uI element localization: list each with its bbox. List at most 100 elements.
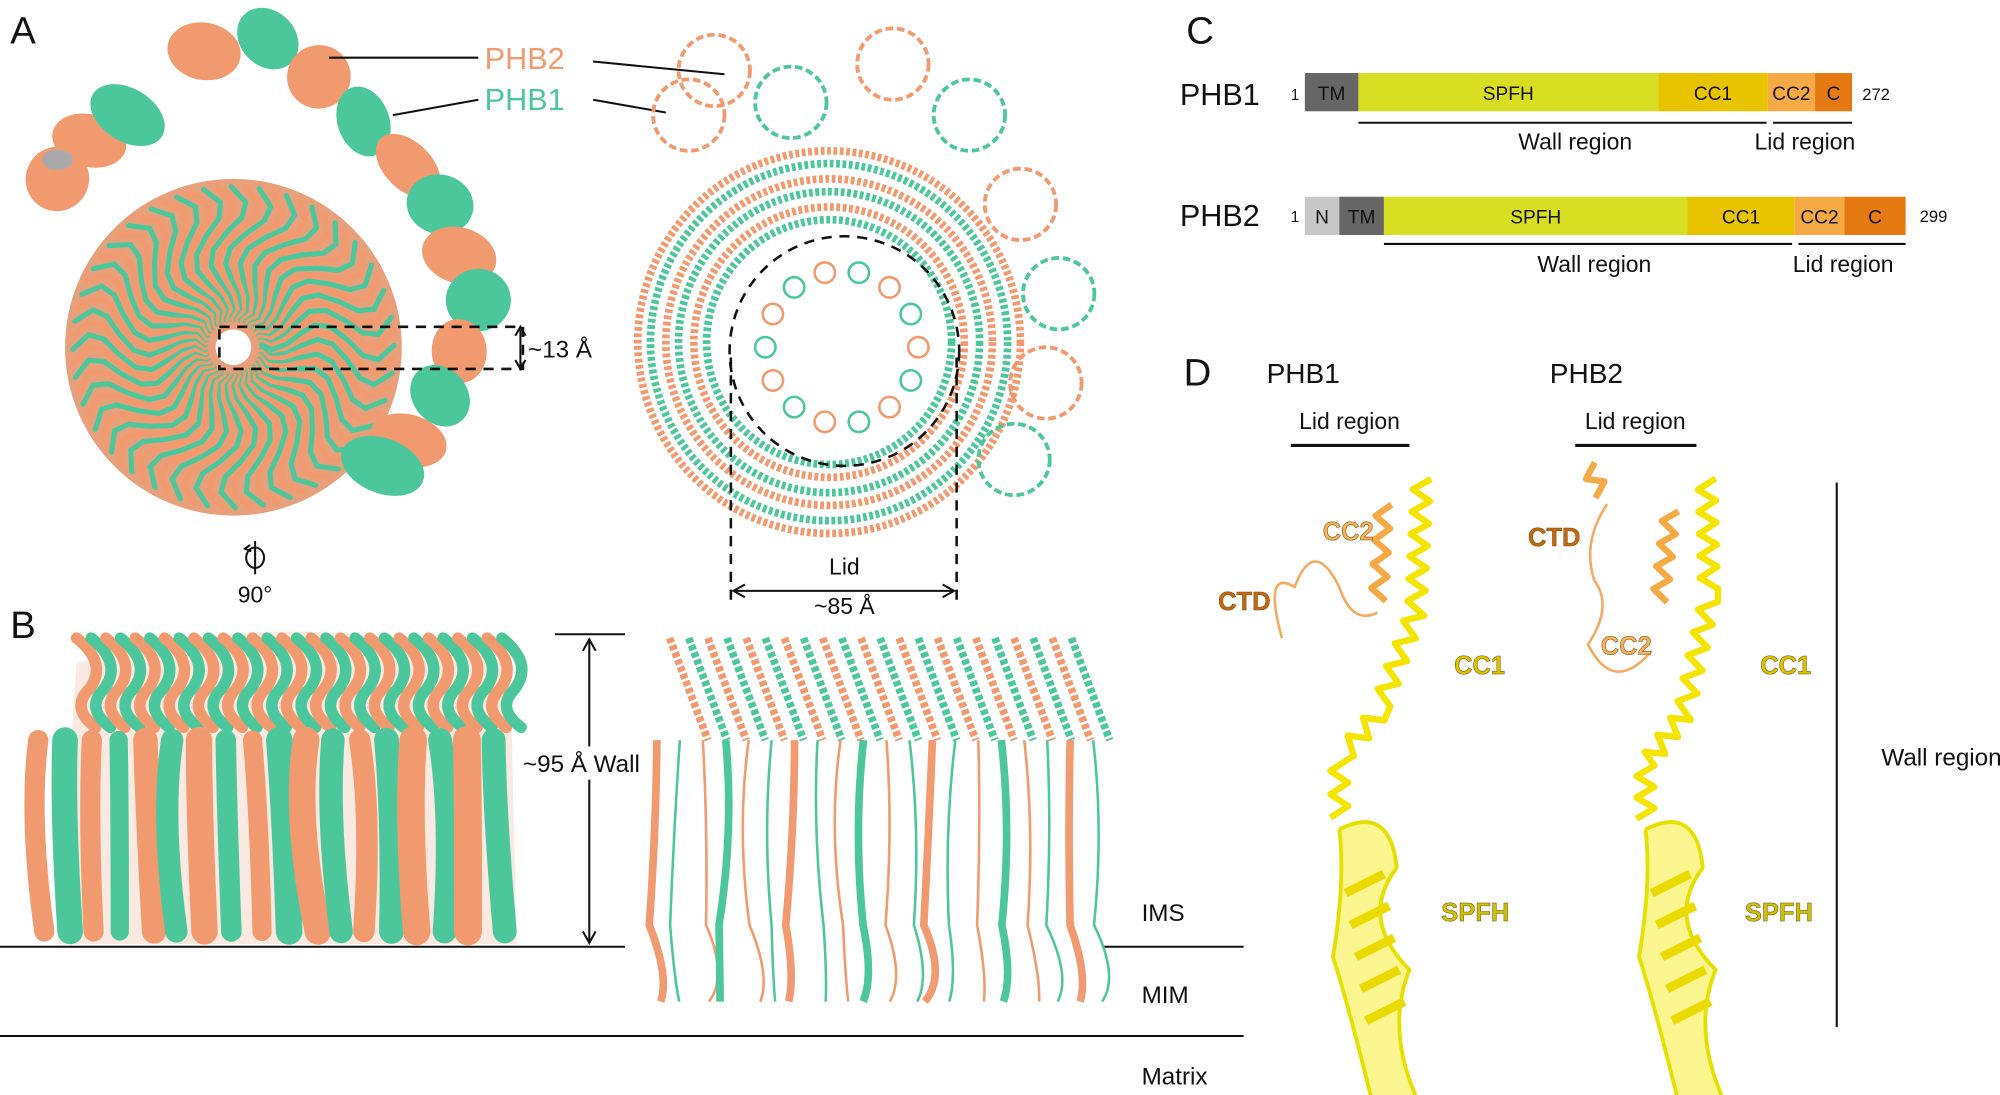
map-spoke <box>256 287 387 340</box>
map-spoke <box>237 370 282 506</box>
beta-strand <box>1364 997 1407 1025</box>
helix <box>1327 476 1434 821</box>
map-spoke <box>136 368 223 484</box>
coiled-coil-ring <box>690 203 969 482</box>
map-spoke <box>253 262 375 334</box>
spfh-domain <box>753 64 829 140</box>
domain-block <box>1767 73 1816 112</box>
map-density <box>167 22 241 81</box>
beta-strand <box>1348 901 1392 930</box>
lid-helix <box>933 636 980 742</box>
map-spoke <box>173 194 226 325</box>
wall-density <box>51 727 83 945</box>
phb2-end: 299 <box>1920 207 1948 226</box>
lid-helix <box>742 636 789 742</box>
helix-turn <box>782 395 806 419</box>
map-spoke <box>230 371 266 511</box>
map-spoke <box>254 358 370 444</box>
helix-turn <box>878 395 902 419</box>
domain-block <box>1304 196 1340 235</box>
wall-density <box>481 728 517 944</box>
spfh-domain <box>1330 820 1418 1095</box>
map-spoke <box>244 211 331 327</box>
coiled-coil-ring <box>646 159 1012 525</box>
wall-density <box>348 729 378 943</box>
map-spoke <box>208 183 249 322</box>
wall-density <box>215 729 242 942</box>
beta-strand <box>1343 870 1386 898</box>
wall-strand <box>908 739 925 1003</box>
wall-strand <box>854 739 873 1004</box>
phb1-lid-label: Lid region <box>1299 408 1400 434</box>
lid-helix-density <box>290 632 323 734</box>
helix-turn <box>906 335 930 359</box>
map-spoke <box>246 367 319 488</box>
map-density <box>25 146 90 212</box>
helix-turn <box>899 368 923 392</box>
domain-block <box>1687 196 1795 235</box>
map-spoke <box>180 371 238 507</box>
wall-density <box>156 728 188 943</box>
wall-strand <box>833 739 850 1002</box>
map-spoke <box>257 351 388 412</box>
spfh-domain <box>855 26 931 102</box>
map-spoke <box>97 250 213 337</box>
map-spoke <box>99 362 216 445</box>
wall-strand <box>1091 739 1111 1003</box>
wall-density <box>452 726 483 946</box>
lid-helix-density <box>408 632 440 734</box>
phb1-structure <box>1273 476 1434 1095</box>
lid-helix-density <box>378 632 411 734</box>
helix <box>1582 460 1608 500</box>
wall-density <box>242 730 272 942</box>
map-spoke <box>242 204 320 325</box>
phb2-lid-region: Lid region <box>1793 251 1894 277</box>
lid-helix-density <box>364 632 396 734</box>
wall-height-label: ~95 Å Wall <box>523 750 640 778</box>
lid-helix <box>838 636 884 742</box>
domain-block <box>1358 73 1659 112</box>
phb2-structure-title: PHB2 <box>1550 358 1623 389</box>
map-spoke <box>70 332 209 373</box>
domain-label: TM <box>1348 208 1376 229</box>
wall-strand <box>884 740 898 1003</box>
lid-helix-density <box>85 632 117 734</box>
phb1-lid-region: Lid region <box>1754 129 1855 155</box>
rotation-label: 90° <box>238 581 273 607</box>
helix-turn <box>899 302 923 326</box>
lid-helix <box>1048 636 1095 742</box>
phb2-label: PHB2 <box>485 42 565 76</box>
phb1-cc1-label: CC1 <box>1454 652 1505 680</box>
map-density <box>406 174 474 235</box>
map-spoke <box>90 261 211 338</box>
map-spoke <box>118 365 219 466</box>
lid-helix-density <box>144 632 176 734</box>
wall-strand <box>1065 740 1087 1003</box>
beta-strand <box>1659 933 1703 961</box>
helix-turn <box>753 335 777 359</box>
map-spoke <box>136 213 219 329</box>
spfh-domain <box>1021 256 1097 332</box>
map-spoke <box>160 199 223 327</box>
beta-strand <box>1649 870 1693 898</box>
domain-label: C <box>1868 208 1882 229</box>
lid-helix <box>1029 636 1076 742</box>
lid-helix-density <box>422 632 455 734</box>
domain-label: SPFH <box>1510 208 1561 229</box>
beta-strand <box>1670 997 1713 1025</box>
rotate-icon <box>242 541 266 575</box>
map-spoke <box>222 186 274 322</box>
lid-helix <box>666 636 712 742</box>
map-spoke <box>237 192 298 323</box>
wall-strand <box>715 739 733 1002</box>
domain-block <box>1658 73 1768 112</box>
spfh-domain <box>931 77 1008 153</box>
pore-arrow <box>514 324 527 371</box>
wall-strand <box>701 740 720 1003</box>
lid-helix-density <box>129 632 161 734</box>
domain-label: SPFH <box>1483 84 1534 105</box>
domain-label: C <box>1827 84 1841 105</box>
map-spoke <box>80 355 211 407</box>
coiled-coil-ring <box>674 187 984 497</box>
lid-helix <box>819 636 865 742</box>
